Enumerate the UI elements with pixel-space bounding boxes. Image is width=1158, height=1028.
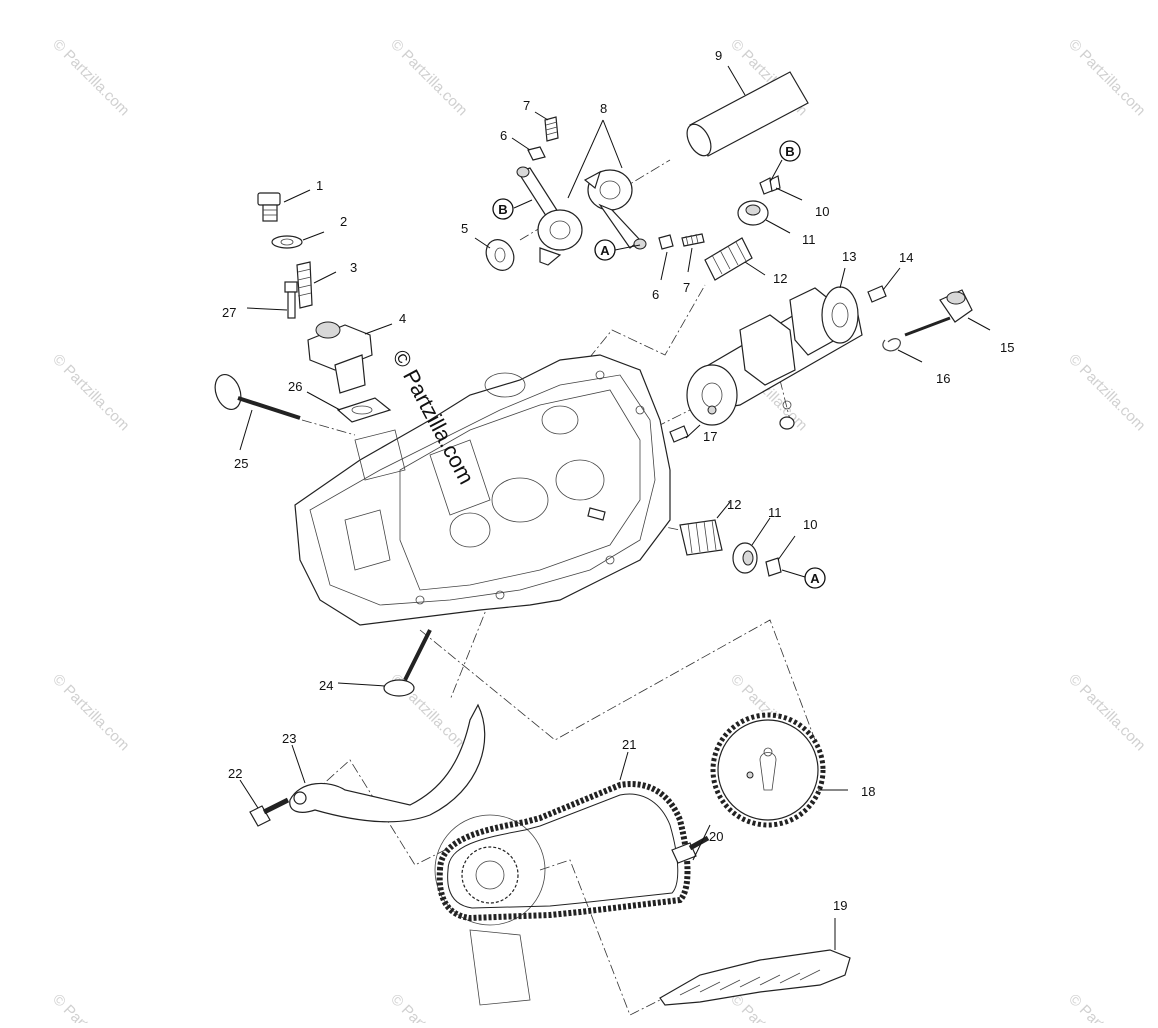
retainer-part-11-upper [737, 200, 791, 234]
watermark: © Partzilla.com [1065, 351, 1148, 434]
washer-part-5 [474, 237, 515, 271]
part-label-26: 26 [288, 379, 302, 394]
callout-letter: B [498, 202, 507, 217]
valve-part-25 [214, 373, 301, 451]
part-label-7-lower: 7 [683, 280, 690, 295]
part-label-27: 27 [222, 305, 236, 320]
part-label-11-lower: 11 [768, 505, 782, 520]
part-label-9: 9 [715, 48, 722, 63]
part-label-17: 17 [703, 429, 717, 444]
callout-letter: A [810, 571, 820, 586]
part-label-6-top: 6 [500, 128, 507, 143]
callout-a-lower: A [804, 567, 826, 589]
camshaft-part-13 [686, 267, 863, 430]
bolt-part-20 [671, 824, 711, 864]
part-label-12-lower: 12 [727, 497, 741, 512]
bolt-part-1 [257, 189, 311, 222]
bolt-part-22 [239, 779, 290, 827]
part-number-labels: 1 2 3 4 5 6 6 7 7 8 9 10 10 11 11 12 12 … [222, 48, 1014, 913]
rocker-arm-part-8-right [583, 169, 647, 250]
retainer-part-11-lower [732, 517, 771, 574]
chain-guide-part-23 [289, 703, 486, 823]
leader-part-8 [567, 119, 623, 199]
part-label-21: 21 [622, 737, 636, 752]
gasket-part-26 [306, 391, 392, 423]
part-label-16: 16 [936, 371, 950, 386]
watermark: © Partzilla.com [1065, 671, 1148, 754]
valve-spring-part-12-lower [679, 501, 731, 556]
part-label-12-upper: 12 [773, 271, 787, 286]
part-label-14: 14 [899, 250, 913, 265]
part-label-2: 2 [340, 214, 347, 229]
spring-part-3 [296, 261, 337, 309]
part-label-10-lower: 10 [803, 517, 817, 532]
part-label-19: 19 [833, 898, 847, 913]
part-label-23: 23 [282, 731, 296, 746]
part-label-10-upper: 10 [815, 204, 829, 219]
watermark: © Partzilla.com [49, 36, 132, 119]
clip-part-16 [882, 338, 923, 363]
callout-letter: B [785, 144, 794, 159]
nut-part-6-lower [658, 234, 674, 281]
rocker-arm-part-8-left [516, 166, 583, 266]
watermark: © Partzilla.com [387, 991, 470, 1023]
part-label-20: 20 [709, 829, 723, 844]
dowel-part-17 [669, 424, 701, 443]
callout-b-right: B [769, 140, 801, 183]
keepers-part-10-upper [759, 175, 803, 201]
cylinder-head [294, 354, 671, 626]
decompressor-part-15 [904, 289, 991, 337]
watermark: © Partzilla.com [387, 36, 470, 119]
part-label-7-top: 7 [523, 98, 530, 113]
part-label-18: 18 [861, 784, 875, 799]
watermark: © Partzilla.com [49, 351, 132, 434]
valve-spring-part-12-upper [704, 237, 766, 281]
part-label-5: 5 [461, 221, 468, 236]
nut-part-6-top [511, 137, 546, 161]
part-label-25: 25 [234, 456, 248, 471]
part-label-24: 24 [319, 678, 333, 693]
part-label-13: 13 [842, 249, 856, 264]
dowel-part-14 [867, 267, 901, 303]
part-label-3: 3 [350, 260, 357, 275]
callout-b-left: B [492, 198, 533, 220]
part-label-6-lower: 6 [652, 287, 659, 302]
watermark: © Partzilla.com [49, 671, 132, 754]
spring-part-7-lower [681, 233, 705, 273]
part-label-8: 8 [600, 101, 607, 116]
keepers-part-10-lower [765, 535, 806, 578]
part-label-15: 15 [1000, 340, 1014, 355]
part-label-22: 22 [228, 766, 242, 781]
bolt-part-27 [246, 281, 298, 319]
crank-sprocket [434, 814, 546, 1006]
callout-letter: A [600, 243, 610, 258]
washer-part-2 [271, 231, 325, 249]
chain-guide-part-19 [659, 918, 851, 1006]
part-label-11-upper: 11 [802, 232, 816, 247]
part-label-4: 4 [399, 311, 406, 326]
watermark: © Partzilla.com [1065, 36, 1148, 119]
cam-sprocket-part-18 [710, 712, 848, 828]
spring-part-7-top [534, 111, 559, 142]
watermark: © Partzilla.com [49, 991, 132, 1023]
timing-chain-part-21 [436, 751, 691, 922]
shaft-part-9 [686, 65, 809, 157]
valve-part-24 [337, 629, 432, 697]
part-label-1: 1 [316, 178, 323, 193]
tensioner-part-4 [307, 321, 393, 394]
callout-a-upper: A [594, 239, 641, 261]
watermark: © Partzilla.com [1065, 991, 1148, 1023]
